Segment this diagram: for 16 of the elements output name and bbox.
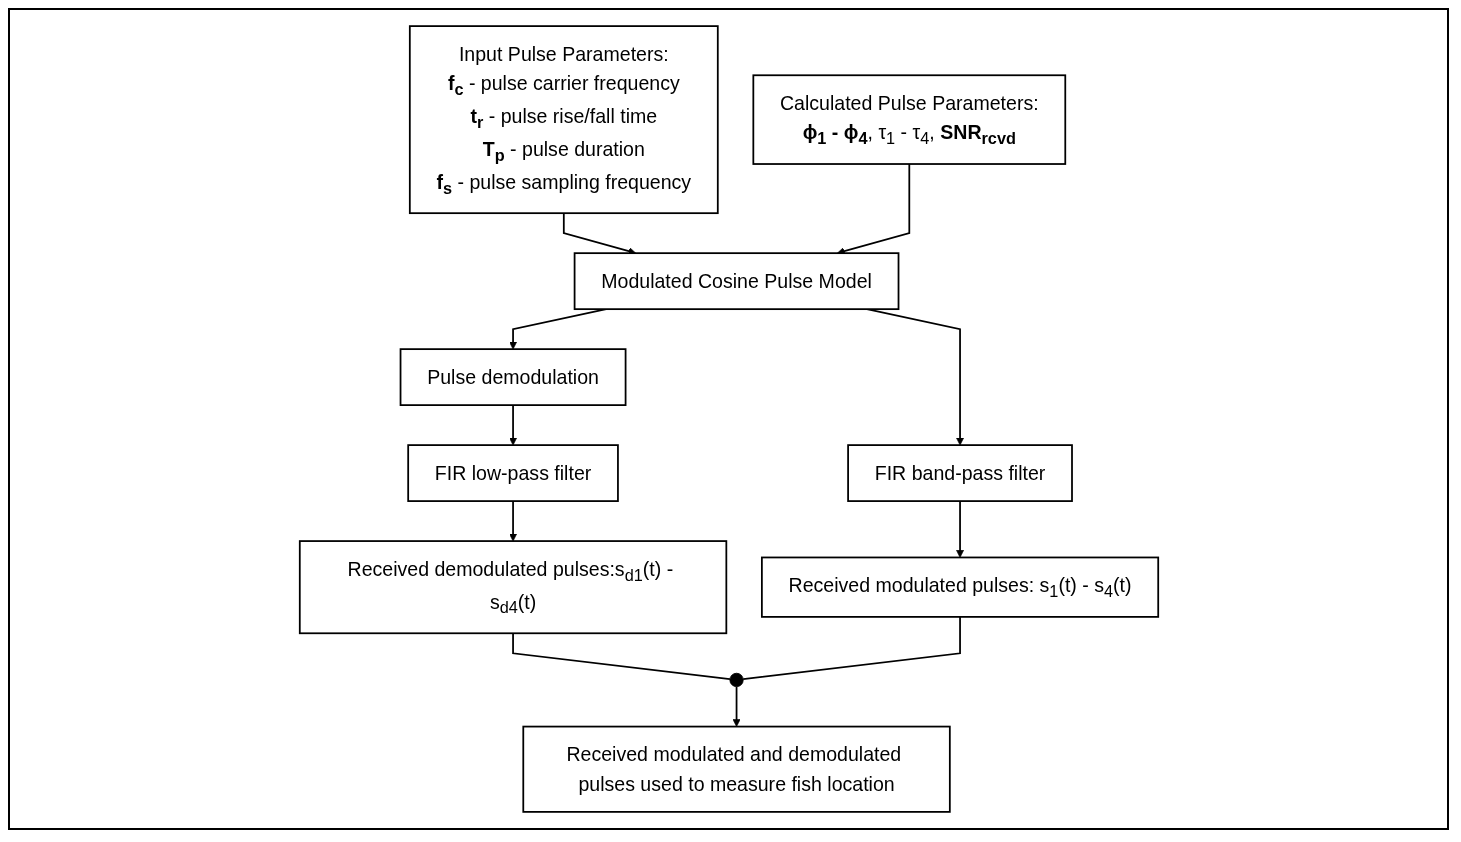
arrow	[955, 500, 964, 558]
node-box: Received modulated and demodulated pulses used to measure fish location	[521, 725, 951, 813]
node-box: Received modulated pulses: s$_{1}$(t) - s$_{4}$(t)	[760, 556, 1159, 618]
node-box: FIR band-pass filter	[846, 444, 1073, 502]
connector	[741, 616, 961, 681]
node-circle	[728, 672, 744, 688]
arrow	[732, 685, 740, 727]
node-box: Modulated Cosine Pulse Model	[573, 252, 899, 311]
node-box: Pulse demodulation	[399, 348, 626, 406]
arrow	[508, 404, 517, 446]
connector	[511, 632, 731, 681]
node-box: Calculated Pulse Parameters: ϕ$_{1}$ - ϕ$_{4}$, τ$_{1}$ - τ$_{4}$, SNR$_{rcvd}$	[751, 74, 1066, 165]
node-box: Input Pulse Parameters: f$_{c}$ - pulse carrier frequency t$_{r}$ - pulse rise/fall time T$_{p}$ - pulse duration f$_{s}$ - pulse sampling frequency	[408, 25, 719, 215]
arrow	[508, 500, 517, 542]
node-box: Received demodulated pulses:s$_{d1}$(t) - s$_{d4}$(t)	[298, 540, 727, 635]
node-box: FIR low-pass filter	[406, 444, 619, 502]
